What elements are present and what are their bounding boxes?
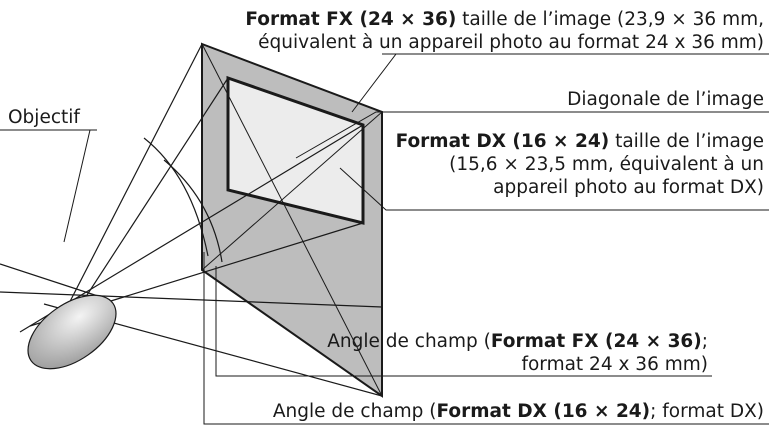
ray-centre <box>19 124 364 333</box>
leader-lens <box>63 129 97 243</box>
leader-fx-format <box>351 53 398 113</box>
lens-label: Objectif <box>8 107 80 128</box>
angle-fx-label: Angle de champ (Format FX (24 × 36); for… <box>327 331 708 375</box>
leader-diagonal <box>295 111 769 159</box>
dx-format-label: Format DX (16 × 24) taille de l’image (1… <box>395 131 764 198</box>
angle-dx-label: Angle de champ (Format DX (16 × 24); for… <box>272 401 764 422</box>
leader-dx-format <box>339 167 769 211</box>
lens-icon <box>27 294 117 370</box>
diagonal-label: Diagonale de l’image <box>567 89 764 110</box>
optical-axis <box>0 291 383 308</box>
fx-diagonal-1 <box>201 43 383 397</box>
fx-diagonal-2 <box>201 111 383 271</box>
angle-dx-arc <box>163 159 223 263</box>
fx-format-label: Format FX (24 × 36) taille de l’image (2… <box>245 9 764 53</box>
axis-extension <box>0 263 111 301</box>
angle-fx-arc <box>143 137 209 257</box>
leader-angle-dx <box>203 252 769 425</box>
leader-angle-fx <box>215 266 712 377</box>
